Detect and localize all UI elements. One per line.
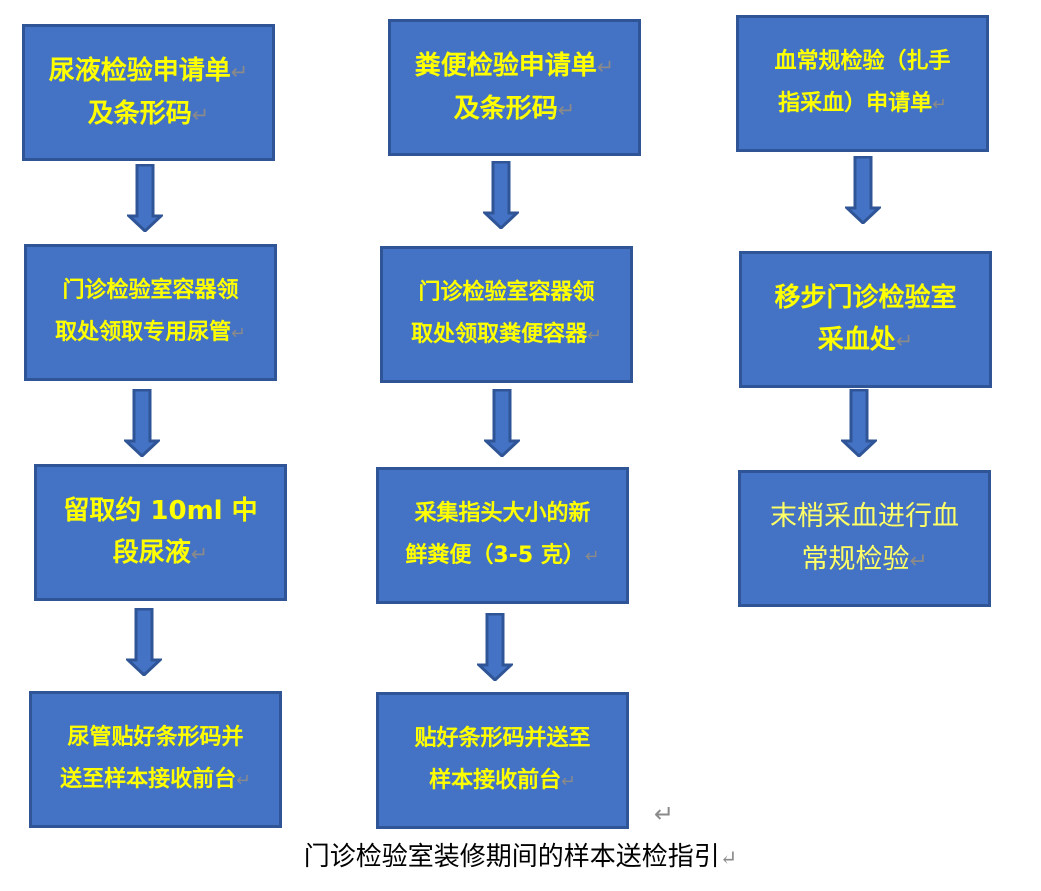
arrow-down-icon bbox=[484, 389, 520, 457]
step-urine-request: 尿液检验申请单↵ 及条形码↵ bbox=[22, 24, 275, 161]
step-text: 送至样本接收前台 bbox=[60, 767, 237, 792]
step-stool-collect: 采集指头大小的新 鲜粪便（3-5 克）↵ bbox=[376, 467, 629, 604]
caption-text: 门诊检验室装修期间的样本送检指引 bbox=[303, 842, 720, 872]
return-mark: ↵ bbox=[895, 329, 914, 353]
step-urine-collect: 留取约 10ml 中 段尿液↵ bbox=[34, 464, 287, 601]
step-text: 采血处 bbox=[817, 325, 896, 355]
step-text: 粪便检验申请单 bbox=[414, 50, 597, 81]
step-text: 采集指头大小的新 bbox=[414, 501, 591, 526]
return-mark: ↵ bbox=[654, 800, 675, 828]
return-mark: ↵ bbox=[191, 102, 210, 127]
step-text: 尿管贴好条形码并 bbox=[67, 725, 244, 750]
caption: 门诊检验室装修期间的样本送检指引↵ bbox=[0, 836, 1041, 873]
return-mark: ↵ bbox=[561, 772, 576, 792]
step-text: 指采血）申请单 bbox=[778, 91, 933, 116]
step-text: 门诊检验室容器领 bbox=[418, 280, 595, 305]
return-mark: ↵ bbox=[231, 324, 246, 344]
arrow-down-icon bbox=[845, 156, 881, 224]
return-mark: ↵ bbox=[190, 542, 209, 566]
return-mark: ↵ bbox=[587, 326, 602, 346]
step-text: 贴好条形码并送至 bbox=[414, 726, 591, 751]
step-text: 血常规检验（扎手 bbox=[774, 49, 951, 74]
arrow-down-icon bbox=[124, 389, 160, 457]
step-blood-request: 血常规检验（扎手 指采血）申请单↵ bbox=[736, 15, 989, 152]
return-mark: ↵ bbox=[230, 59, 249, 84]
step-text: 尿液检验申请单 bbox=[48, 55, 231, 86]
step-text: 门诊检验室容器领 bbox=[62, 278, 239, 303]
step-text: 取处领取专用尿管 bbox=[55, 320, 232, 345]
step-stool-submit: 贴好条形码并送至 样本接收前台↵ bbox=[376, 692, 629, 829]
step-urine-submit: 尿管贴好条形码并 送至样本接收前台↵ bbox=[29, 691, 282, 828]
return-mark: ↵ bbox=[236, 771, 251, 791]
step-text: 留取约 10ml 中 bbox=[63, 496, 258, 526]
return-mark: ↵ bbox=[584, 547, 600, 567]
return-mark: ↵ bbox=[557, 97, 576, 122]
step-stool-request: 粪便检验申请单↵ 及条形码↵ bbox=[388, 19, 641, 156]
step-text: 移步门诊检验室 bbox=[774, 283, 957, 313]
step-urine-container: 门诊检验室容器领 取处领取专用尿管↵ bbox=[24, 244, 277, 381]
return-mark: ↵ bbox=[932, 95, 947, 115]
arrow-down-icon bbox=[126, 608, 162, 676]
step-text: 常规检验 bbox=[801, 543, 910, 575]
step-text: 样本接收前台 bbox=[429, 768, 562, 793]
return-mark: ↵ bbox=[596, 54, 615, 79]
step-text: 鲜粪便（3-5 克） bbox=[405, 543, 585, 568]
step-stool-container: 门诊检验室容器领 取处领取粪便容器↵ bbox=[380, 246, 633, 383]
step-text: 及条形码 bbox=[453, 93, 558, 124]
return-mark: ↵ bbox=[909, 548, 928, 574]
arrow-down-icon bbox=[483, 161, 519, 229]
step-blood-test: 末梢采血进行血 常规检验↵ bbox=[738, 470, 991, 607]
step-text: 末梢采血进行血 bbox=[770, 500, 959, 532]
step-blood-go: 移步门诊检验室 采血处↵ bbox=[739, 251, 992, 388]
return-mark: ↵ bbox=[719, 846, 738, 870]
step-text: 段尿液 bbox=[112, 538, 191, 568]
arrow-down-icon bbox=[841, 389, 877, 457]
arrow-down-icon bbox=[477, 613, 513, 681]
step-text: 取处领取粪便容器 bbox=[411, 322, 588, 347]
arrow-down-icon bbox=[127, 164, 163, 232]
step-text: 及条形码 bbox=[87, 98, 192, 129]
